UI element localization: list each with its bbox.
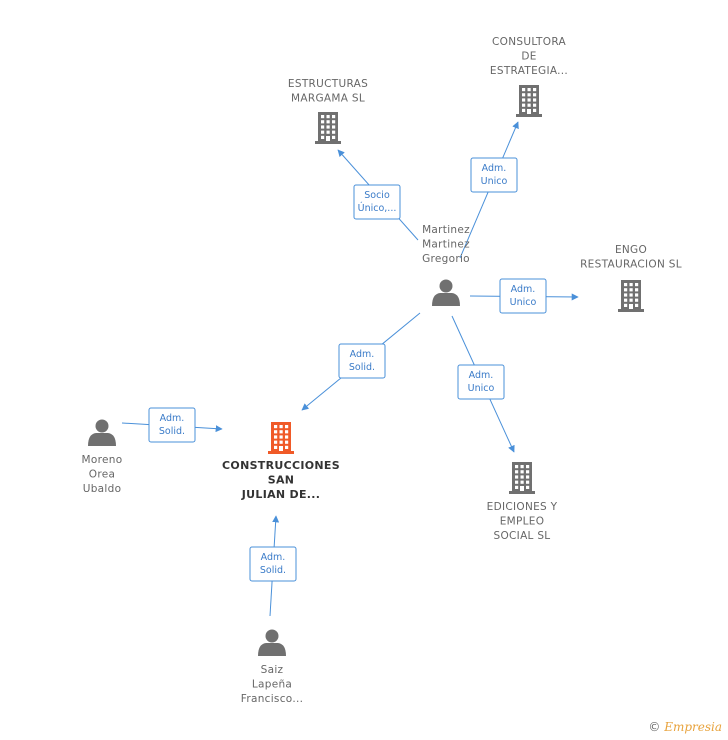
edge-gregorio-ediciones: Adm. Unico <box>451 315 515 453</box>
footer-brand: © Empresia <box>648 720 722 734</box>
edge-gregorio-engo: Adm. Unico <box>469 278 579 314</box>
edge-badge[interactable]: Adm. Unico <box>457 364 505 400</box>
edge-badge-line: Unico <box>481 176 508 187</box>
edge-badge-label: Adm. Unico <box>481 163 508 187</box>
edge-badge-label: Adm. Solid. <box>159 413 185 437</box>
edge-badge-line: Adm. <box>469 370 494 381</box>
node-label[interactable]: CONSULTORA DE ESTRATEGIA... <box>490 36 568 77</box>
edge-badge-line: Unico <box>468 383 495 394</box>
edge-badge-label: Adm. Solid. <box>260 552 286 576</box>
edge-badge-label: Adm. Unico <box>510 284 537 308</box>
node-label-line: JULIAN DE... <box>241 488 320 501</box>
node-label[interactable]: ENGO RESTAURACION SL <box>580 244 682 271</box>
building-icon[interactable] <box>516 85 542 117</box>
node-consultora[interactable]: CONSULTORA DE ESTRATEGIA... <box>490 36 568 117</box>
edge-badge-line: Adm. <box>482 163 507 174</box>
person-icon[interactable] <box>88 419 116 447</box>
edge-badge-line: Solid. <box>349 362 375 373</box>
node-label-line: Ubaldo <box>83 483 122 495</box>
edge-badge[interactable]: Adm. Unico <box>499 278 547 314</box>
building-icon[interactable] <box>618 280 644 312</box>
node-label-line: RESTAURACION SL <box>580 259 682 271</box>
node-label-line: DE <box>521 51 536 63</box>
person-icon[interactable] <box>258 629 286 657</box>
node-label-line: SOCIAL SL <box>494 530 551 542</box>
building-icon[interactable] <box>268 422 294 454</box>
node-label-line: Gregorio <box>422 253 470 265</box>
node-label-line: Orea <box>89 469 115 481</box>
node-margama[interactable]: ESTRUCTURAS MARGAMA SL <box>288 78 368 144</box>
edge-saiz-construcciones: Adm. Solid. <box>249 515 297 617</box>
edge-gregorio-construcciones: Adm. Solid. <box>301 312 421 411</box>
edge-moreno-construcciones: Adm. Solid. <box>121 407 223 443</box>
edge-badge[interactable]: Adm. Solid. <box>249 546 297 582</box>
copyright-symbol: © <box>648 720 661 734</box>
building-icon[interactable] <box>315 112 341 144</box>
edge-badge-line: Único,... <box>358 202 397 214</box>
edge-badge[interactable]: Adm. Unico <box>470 157 518 193</box>
node-label-line: Martinez <box>422 224 470 236</box>
node-label-line: CONSTRUCCIONES <box>222 459 340 472</box>
person-icon[interactable] <box>432 279 460 307</box>
node-label[interactable]: EDICIONES Y EMPLEO SOCIAL SL <box>487 501 558 542</box>
node-label-line: EMPLEO <box>500 516 545 528</box>
edge-badge-line: Adm. <box>511 284 536 295</box>
node-label-line: CONSULTORA <box>492 36 566 48</box>
edge-badge[interactable]: Adm. Solid. <box>338 343 386 379</box>
edge-badge-line: Adm. <box>160 413 185 424</box>
node-label-line: Moreno <box>82 454 123 466</box>
edge-badge-line: Socio <box>364 190 390 201</box>
node-label[interactable]: ESTRUCTURAS MARGAMA SL <box>288 78 368 105</box>
building-icon[interactable] <box>509 462 535 494</box>
brand-name[interactable]: Empresia <box>664 720 722 734</box>
node-label-line: ESTRATEGIA... <box>490 65 568 77</box>
node-label-line: ESTRUCTURAS <box>288 78 368 90</box>
edge-badge-line: Unico <box>510 297 537 308</box>
edge-gregorio-consultora: Adm. Unico <box>459 121 519 259</box>
edge-badge-label: Adm. Unico <box>468 370 495 394</box>
node-label-line: ENGO <box>615 244 647 256</box>
node-label-line: Saiz <box>261 664 284 676</box>
edge-badge-line: Solid. <box>159 426 185 437</box>
edge-badge-line: Solid. <box>260 565 286 576</box>
node-ediciones[interactable]: EDICIONES Y EMPLEO SOCIAL SL <box>487 462 558 542</box>
node-label-line: MARGAMA SL <box>291 93 365 105</box>
node-label-line: Francisco... <box>241 693 303 705</box>
node-label-line: Lapeña <box>252 679 292 691</box>
edge-badge-line: Adm. <box>261 552 286 563</box>
node-engo[interactable]: ENGO RESTAURACION SL <box>580 244 682 312</box>
edge-badge-line: Adm. <box>350 349 375 360</box>
edge-badge-label: Adm. Solid. <box>349 349 375 373</box>
node-label-line: Martinez <box>422 239 470 251</box>
node-label-line: EDICIONES Y <box>487 501 558 513</box>
edge-badge[interactable]: Adm. Solid. <box>148 407 196 443</box>
node-label-line: SAN <box>268 474 295 487</box>
